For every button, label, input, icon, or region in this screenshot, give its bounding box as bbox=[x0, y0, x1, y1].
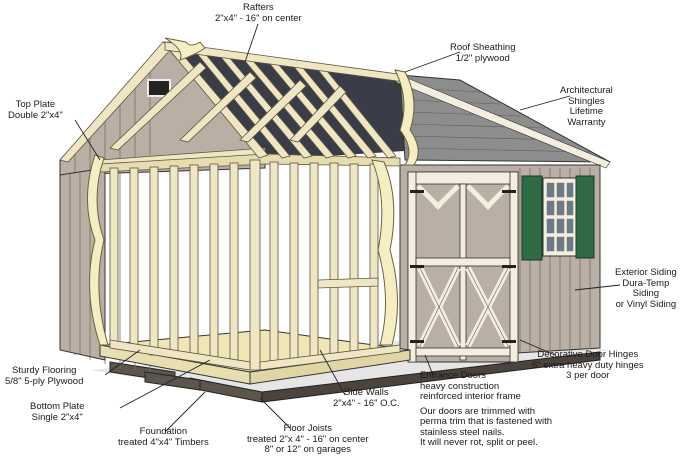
entrance-doors bbox=[408, 172, 518, 362]
wall-framing bbox=[100, 148, 400, 370]
right-shutter bbox=[576, 176, 594, 258]
label-sturdy-flooring: Sturdy Flooring 5/8" 5-ply Plywood bbox=[5, 366, 83, 387]
label-top-plate: Top Plate Double 2"x4" bbox=[8, 100, 63, 121]
left-shutter bbox=[522, 176, 542, 260]
door-hinge bbox=[410, 265, 424, 268]
door-hinge bbox=[410, 190, 424, 193]
window bbox=[522, 176, 594, 260]
label-floor-joists: Floor Joists treated 2"x 4" - 16" on cen… bbox=[247, 424, 369, 456]
label-side-walls: Side Walls 2"x4" - 16" O.C. bbox=[333, 388, 400, 409]
door-hinge bbox=[502, 340, 516, 343]
label-entrance-doors: Entrance Doors heavy construction reinfo… bbox=[420, 371, 552, 449]
label-rafters: Rafters 2"x4" - 16" on center bbox=[215, 3, 302, 24]
door-hinge bbox=[502, 265, 516, 268]
label-bottom-plate: Bottom Plate Single 2"x4" bbox=[30, 402, 84, 423]
label-foundation: Foundation treated 4"x4" Timbers bbox=[118, 427, 209, 448]
door-hinge bbox=[410, 340, 424, 343]
label-architectural-shingles: Architectural Shingles Lifetime Warranty bbox=[560, 86, 613, 128]
label-exterior-siding: Exterior Siding Dura-Temp Siding or Viny… bbox=[615, 268, 677, 310]
door-hinge bbox=[502, 190, 516, 193]
label-roof-sheathing: Roof Sheathing 1/2" plywood bbox=[450, 43, 516, 64]
